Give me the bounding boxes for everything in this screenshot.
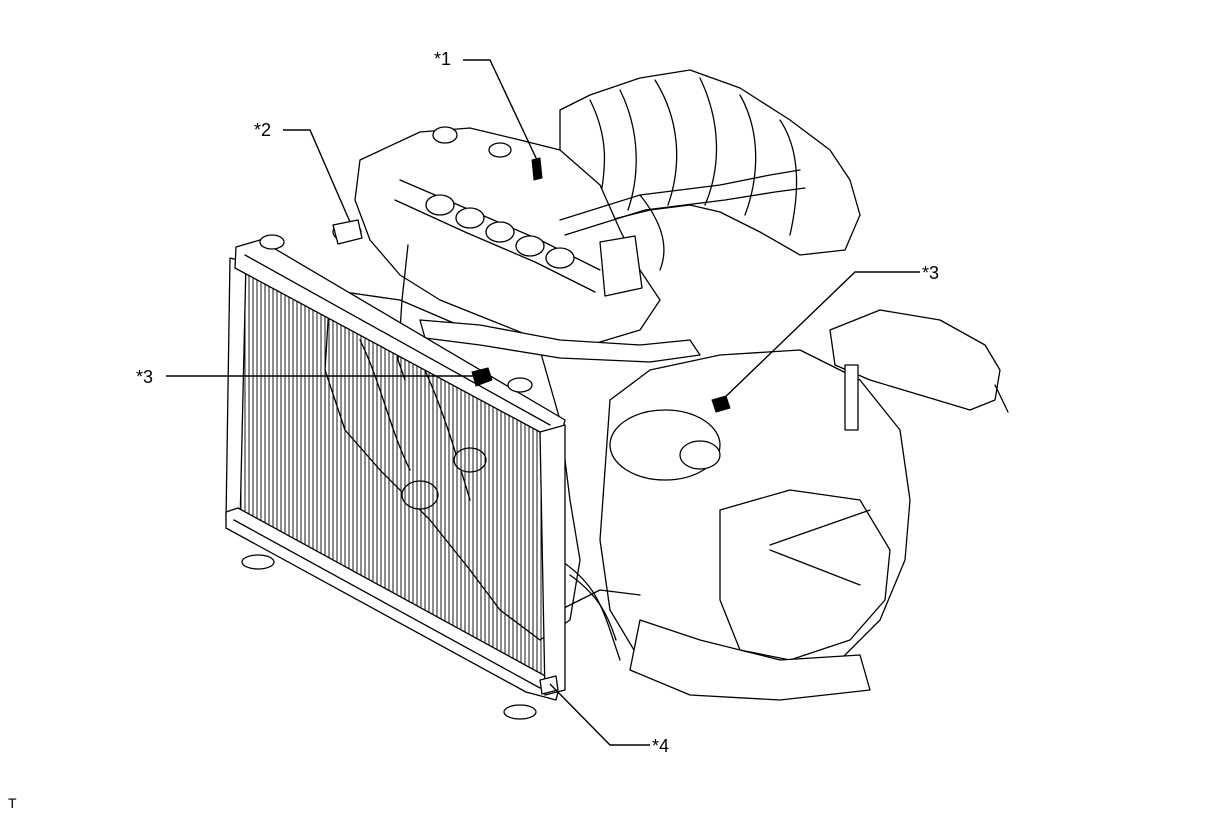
leader-line-3-right <box>719 271 920 403</box>
callout-label-2: *2 <box>254 120 272 140</box>
leader-line-1 <box>463 59 538 161</box>
footer-mark: T <box>8 795 17 811</box>
callout-targets <box>471 157 731 413</box>
leader-line-2 <box>283 129 351 223</box>
radiator-assembly <box>225 219 566 701</box>
callout-label-3-right: *3 <box>922 263 940 283</box>
callout-label-3-left: *3 <box>136 367 154 387</box>
callout-label-4: *4 <box>652 736 670 756</box>
leader-lines <box>166 59 920 746</box>
leader-line-4 <box>549 683 650 746</box>
callout-label-1: *1 <box>434 49 452 69</box>
